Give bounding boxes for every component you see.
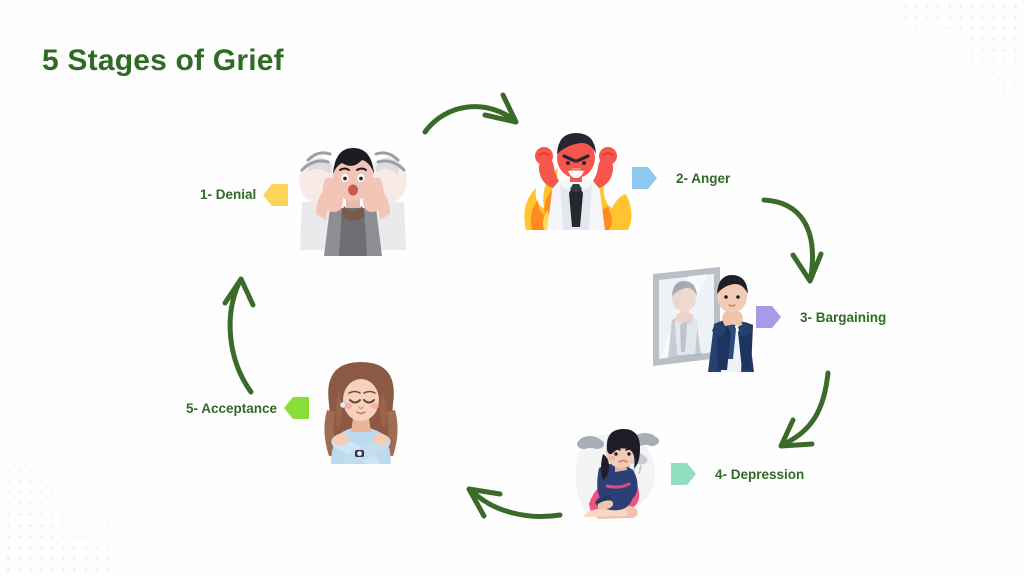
stage-acceptance-marker-icon (284, 397, 310, 419)
stage-depression-label: 4- Depression (715, 466, 805, 482)
stage-anger-marker-icon (632, 167, 657, 189)
stage-acceptance[interactable]: 5- Acceptance (186, 352, 413, 464)
stage-bargaining-marker-icon (756, 306, 781, 328)
decorative-dot-grid-top-right (900, 0, 1024, 140)
stage-anger-illustration (520, 122, 632, 234)
page-title: 5 Stages of Grief (42, 44, 284, 77)
connector-depression-to-acceptance (466, 486, 563, 519)
decorative-dot-grid-bottom-left (0, 399, 112, 576)
stage-denial[interactable]: 1- Denial (200, 132, 418, 257)
stage-depression-marker-icon (671, 463, 696, 485)
stage-denial-label: 1- Denial (200, 187, 257, 202)
connector-denial-to-anger (422, 92, 519, 135)
stage-denial-illustration (288, 132, 418, 257)
stage-depression-illustration (563, 420, 671, 528)
stage-bargaining-label: 3- Bargaining (800, 309, 887, 325)
stage-anger[interactable]: 2- Anger (520, 122, 730, 234)
stage-anger-label: 2- Anger (676, 170, 731, 186)
stage-depression[interactable]: 4- Depression (563, 420, 804, 528)
stage-denial-marker-icon (263, 183, 289, 206)
stage-bargaining[interactable]: 3- Bargaining (648, 262, 886, 372)
stage-acceptance-illustration (309, 352, 413, 464)
stage-acceptance-label: 5- Acceptance (186, 400, 278, 416)
stage-bargaining-illustration (648, 262, 756, 372)
